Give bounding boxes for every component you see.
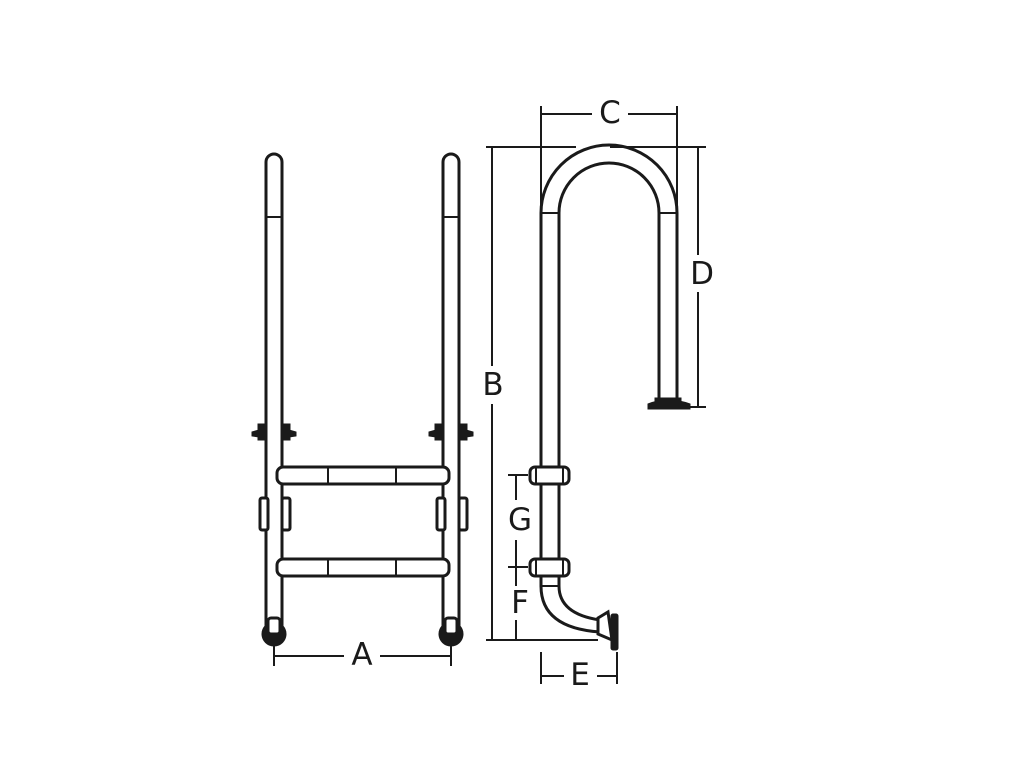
front-right-rail bbox=[438, 152, 464, 647]
label-f: F bbox=[511, 585, 529, 621]
front-right-anchor bbox=[428, 423, 474, 441]
dimension-a bbox=[273, 646, 452, 666]
front-right-clamp bbox=[435, 496, 469, 532]
ladder-side-view bbox=[486, 106, 706, 684]
ladder-front-view bbox=[251, 152, 474, 666]
label-d: D bbox=[690, 256, 714, 292]
label-c: C bbox=[599, 95, 621, 131]
side-lower-bracket bbox=[528, 557, 571, 578]
side-top-foot bbox=[647, 397, 691, 410]
front-left-rail bbox=[261, 152, 287, 647]
dimension-c bbox=[540, 106, 678, 212]
side-wall-flange bbox=[596, 609, 619, 651]
dimension-b bbox=[486, 146, 598, 641]
front-lower-step bbox=[275, 557, 451, 578]
label-e: E bbox=[570, 657, 590, 693]
front-left-clamp bbox=[258, 496, 292, 532]
dimension-d bbox=[610, 146, 706, 408]
label-a: A bbox=[351, 637, 372, 673]
side-main-tube bbox=[539, 143, 679, 588]
side-bottom-curve bbox=[539, 584, 602, 634]
side-upper-bracket bbox=[528, 465, 571, 486]
front-left-anchor bbox=[251, 423, 297, 441]
front-upper-step bbox=[275, 465, 451, 486]
dimension-e bbox=[540, 652, 618, 684]
label-g: G bbox=[508, 502, 532, 538]
label-b: B bbox=[482, 367, 503, 403]
dimension-g bbox=[508, 474, 528, 568]
